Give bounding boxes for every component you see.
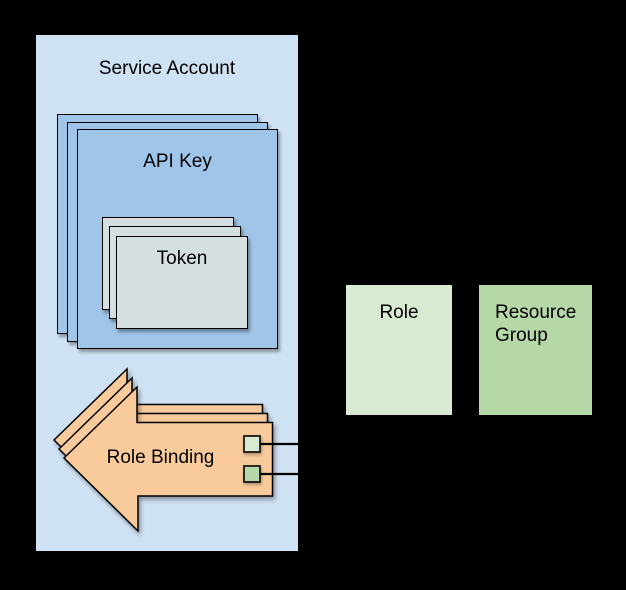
resource-group-label: Resource Group: [495, 302, 577, 346]
role-box: Role: [345, 284, 453, 416]
resource-group-box: Resource Group: [478, 284, 593, 416]
service-account-label: Service Account: [98, 58, 236, 79]
token-box: Token: [116, 236, 248, 329]
token-label: Token: [156, 248, 208, 269]
role-label: Role: [379, 302, 419, 323]
role-binding-label: Role Binding: [106, 447, 215, 468]
api-key-label: API Key: [143, 151, 212, 172]
